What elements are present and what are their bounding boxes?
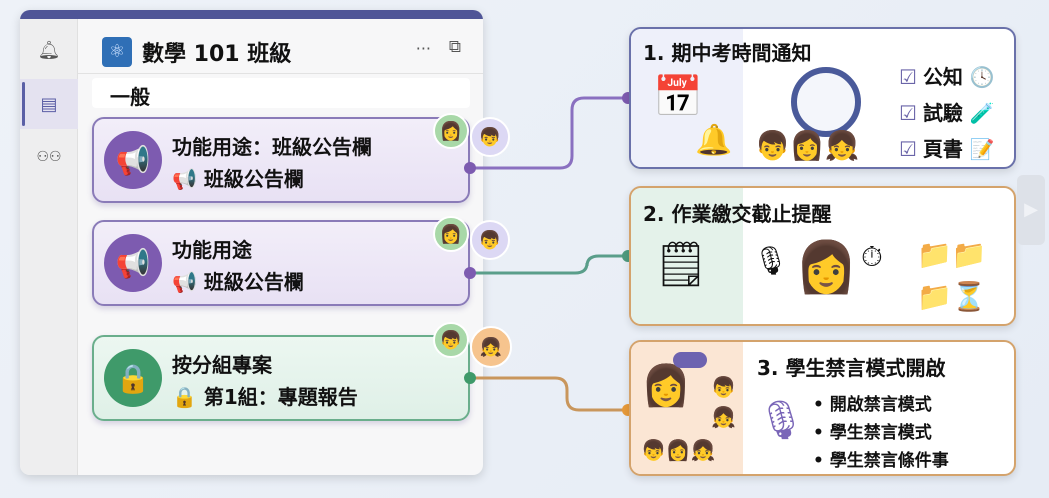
title-bar [20, 10, 483, 19]
post-subtitle: 🔒 第1組：專題報告 [172, 385, 358, 409]
rail-selected [20, 79, 78, 129]
magnifier-icon [791, 67, 861, 137]
check-item: ☑公知 🕓 [899, 65, 995, 89]
teams-panel: 🔔︎ ▤ ⚇⚇ ⚛ 數學 101 班級 ··· ⧉ 一般 📢 功能用途：班級公告… [20, 10, 483, 475]
channel-name[interactable]: 一般 [92, 78, 470, 109]
megaphone-icon: 📢 [104, 131, 162, 189]
connector-3 [470, 376, 628, 412]
avatar: 👧 [470, 326, 512, 368]
avatar: 👩 [433, 113, 469, 149]
feature-title: 2. 作業繳交截止提醒 [643, 202, 832, 226]
feature-card-exam-notice: 1. 期中考時間通知 📅 🔔 👦👩👧 ☑公知 🕓 ☑試驗 🧪 ☑頁書 📝 [629, 27, 1016, 169]
megaphone-icon: 📢 [104, 234, 162, 292]
microphone-icon: 🎙 [753, 244, 789, 277]
muted-students-illustration: 👦👩👧 [641, 438, 716, 462]
stopwatch-icon: ⏱ [861, 240, 883, 273]
connector-1 [470, 96, 628, 170]
team-logo-icon: ⚛ [102, 37, 132, 67]
bell-icon: 🔔 [695, 123, 733, 158]
folders-icon: 📁📁📁⏳ [917, 238, 987, 313]
avatar: 👩 [433, 216, 469, 252]
avatar: 👦 [470, 117, 510, 157]
next-arrow-button[interactable]: ▶ [1017, 175, 1045, 245]
post-card[interactable]: 🔒 按分組專案 🔒 第1組：專題報告 [92, 335, 470, 421]
avatar: 👦 [470, 220, 510, 260]
connector-2 [470, 254, 628, 275]
microphone-icon: 🎙︎ [757, 398, 801, 442]
feature-title: 1. 期中考時間通知 [643, 41, 812, 65]
muted-students-illustration: 👦👧 [711, 375, 736, 429]
bell-icon[interactable]: 🔔︎ [37, 39, 61, 61]
feature-title: 3. 學生禁言模式開啟 [757, 356, 946, 380]
teams-icon[interactable]: ⚇⚇ [36, 149, 62, 165]
connector-node [464, 267, 476, 279]
lock-icon: 🔒 [104, 349, 162, 407]
mute-toggle[interactable] [673, 352, 707, 368]
connector-node [464, 162, 476, 174]
feature-card-homework-deadline: 2. 作業繳交截止提醒 🗒 🎙 👩 ⏱ 📁📁📁⏳ [629, 186, 1016, 326]
feature-card-mute-mode: 👩 👦👧 👦👩👧 3. 學生禁言模式開啟 🎙︎ • 開啟禁言模式 • 學生禁言模… [629, 340, 1016, 476]
sticky-notes-icon: 🗒 [653, 239, 709, 290]
students-illustration: 👦👩👧 [755, 129, 860, 162]
connector-node [464, 372, 476, 384]
team-title: 數學 101 班級 [142, 42, 292, 67]
pop-out-icon[interactable]: ⧉ [448, 37, 461, 57]
teacher-laptop-illustration: 👩 [795, 238, 853, 296]
left-rail: 🔔︎ ▤ ⚇⚇ [20, 19, 78, 475]
post-subtitle: 📢 班級公告欄 [172, 167, 304, 191]
post-title: 功能用途 [172, 238, 252, 262]
post-subtitle: 📢 班級公告欄 [172, 270, 304, 294]
more-options-icon[interactable]: ··· [415, 39, 431, 58]
check-item: ☑試驗 🧪 [899, 101, 995, 125]
avatar: 👦 [433, 322, 469, 358]
post-card[interactable]: 📢 功能用途 📢 班級公告欄 [92, 220, 470, 306]
teacher-illustration: 👩 [641, 363, 691, 409]
post-title: 功能用途：班級公告欄 [172, 135, 372, 159]
check-item: ☑頁書 📝 [899, 137, 995, 161]
channel-header: ⚛ 數學 101 班級 ··· ⧉ [78, 19, 483, 74]
post-title: 按分組專案 [172, 353, 272, 377]
bullet-item: • 學生禁言條件事 [813, 451, 949, 471]
post-card[interactable]: 📢 功能用途：班級公告欄 📢 班級公告欄 [92, 117, 470, 203]
bullet-item: • 學生禁言模式 [813, 423, 932, 443]
calendar-icon: 📅 [653, 74, 703, 120]
chat-icon[interactable]: ▤ [40, 93, 58, 115]
bullet-item: • 開啟禁言模式 [813, 395, 932, 415]
